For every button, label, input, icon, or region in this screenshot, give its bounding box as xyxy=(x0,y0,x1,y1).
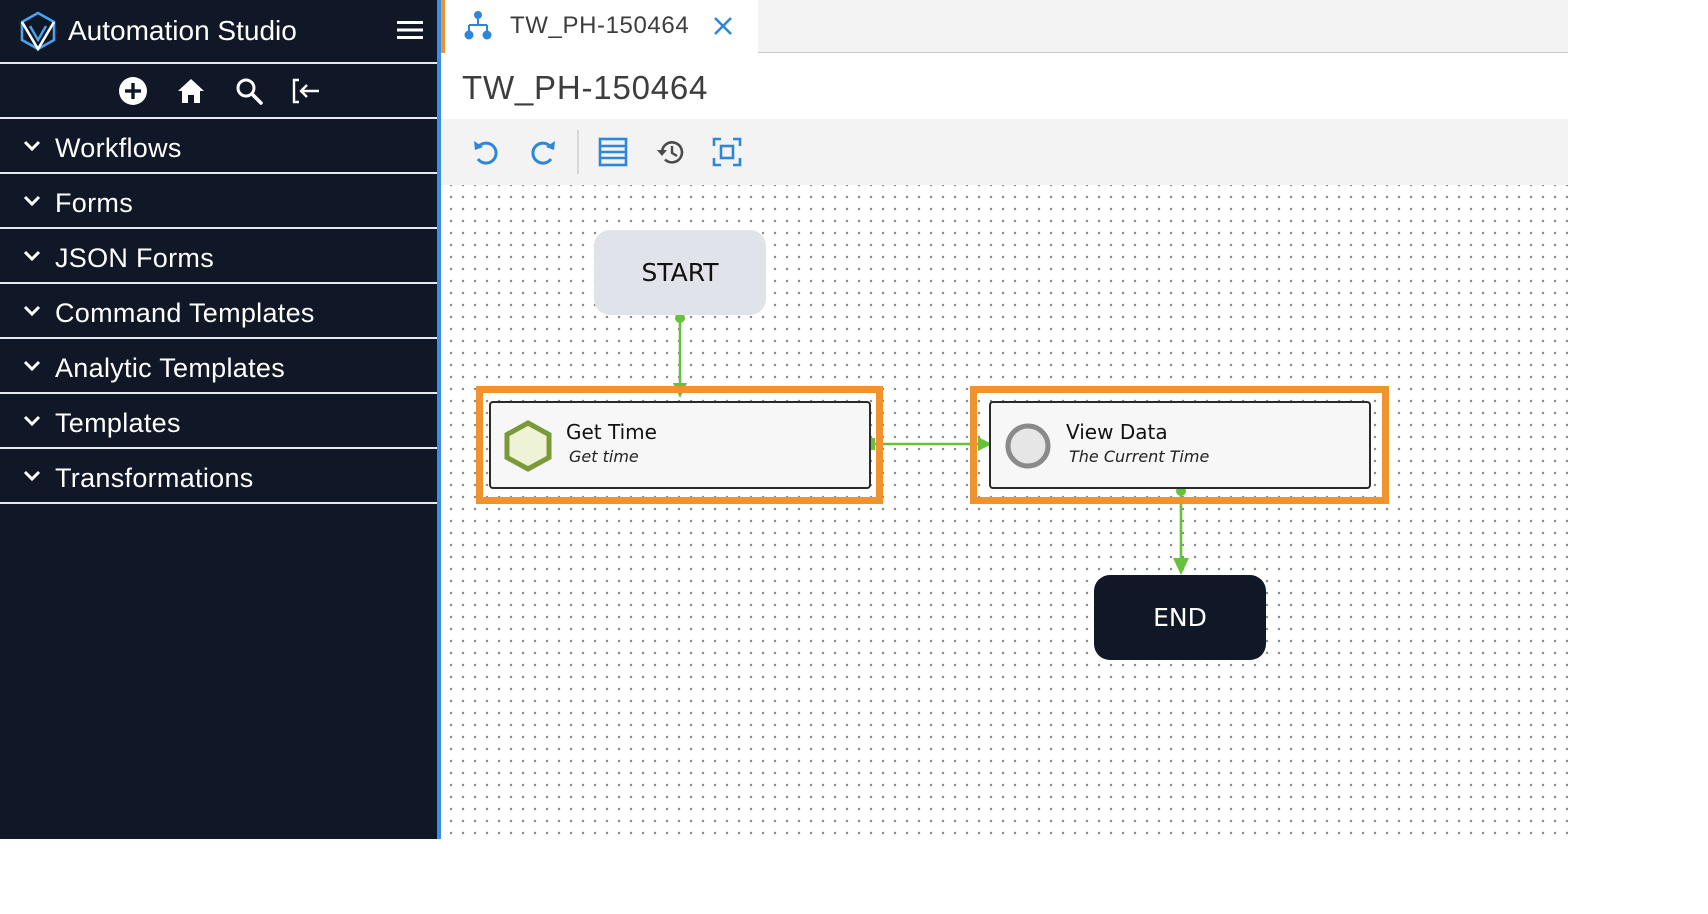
sidebar-resize-handle[interactable] xyxy=(437,0,441,839)
divider xyxy=(0,282,437,284)
sidebar-item-label: Transformations xyxy=(55,463,254,493)
divider xyxy=(0,392,437,394)
chevron-down-icon xyxy=(23,470,41,482)
divider xyxy=(0,62,437,64)
close-icon[interactable] xyxy=(711,14,735,38)
list-icon[interactable] xyxy=(597,136,629,168)
canvas-toolbar xyxy=(441,119,1568,185)
app-logo-icon xyxy=(20,11,56,51)
undo-icon[interactable] xyxy=(470,136,502,168)
chevron-down-icon xyxy=(23,305,41,317)
divider xyxy=(0,172,437,174)
redo-icon[interactable] xyxy=(527,136,559,168)
sidebar-item-label: JSON Forms xyxy=(55,243,215,273)
sidebar-item-templates[interactable]: Templates xyxy=(0,395,437,448)
task-description: The Current Time xyxy=(1069,447,1210,466)
sidebar-item-forms[interactable]: Forms xyxy=(0,175,437,228)
sidebar-item-command-templates[interactable]: Command Templates xyxy=(0,285,437,338)
chevron-down-icon xyxy=(23,140,41,152)
tab-label: TW_PH-150464 xyxy=(510,12,690,39)
divider xyxy=(0,117,437,119)
task-node-get-time[interactable]: Get Time Get time xyxy=(489,401,871,489)
add-icon[interactable] xyxy=(118,76,148,106)
sidebar-item-label: Templates xyxy=(55,408,181,438)
sidebar-item-workflows[interactable]: Workflows xyxy=(0,120,437,173)
hexagon-icon xyxy=(504,420,552,472)
chevron-down-icon xyxy=(23,360,41,372)
sidebar-item-json-forms[interactable]: JSON Forms xyxy=(0,230,437,283)
circle-icon xyxy=(1005,423,1051,469)
collapse-icon[interactable] xyxy=(291,76,321,106)
sidebar-item-label: Command Templates xyxy=(55,298,315,328)
page-title: TW_PH-150464 xyxy=(462,69,709,106)
fit-to-screen-icon[interactable] xyxy=(711,136,743,168)
task-name: Get Time xyxy=(566,420,657,444)
search-icon[interactable] xyxy=(234,76,264,106)
divider xyxy=(0,502,437,504)
task-node-view-data[interactable]: View Data The Current Time xyxy=(989,401,1371,489)
history-icon[interactable] xyxy=(655,136,687,168)
sidebar: Automation Studio Workflows xyxy=(0,0,437,839)
task-description: Get time xyxy=(569,447,639,466)
tab-workflow[interactable]: TW_PH-150464 xyxy=(441,0,758,53)
divider xyxy=(0,447,437,449)
sidebar-item-label: Workflows xyxy=(55,133,182,163)
app-title: Automation Studio xyxy=(68,15,297,46)
start-node[interactable]: START xyxy=(594,230,766,315)
hamburger-menu-icon[interactable] xyxy=(395,17,425,43)
chevron-down-icon xyxy=(23,415,41,427)
task-selection-outline xyxy=(970,386,1389,504)
sidebar-action-row xyxy=(0,64,437,117)
sidebar-item-analytic-templates[interactable]: Analytic Templates xyxy=(0,340,437,393)
tab-active-indicator xyxy=(441,0,445,53)
home-icon[interactable] xyxy=(176,76,206,106)
chevron-down-icon xyxy=(23,195,41,207)
chevron-down-icon xyxy=(23,250,41,262)
divider xyxy=(0,227,437,229)
sidebar-item-transformations[interactable]: Transformations xyxy=(0,450,437,503)
task-selection-outline xyxy=(476,386,883,504)
workflow-icon xyxy=(464,11,492,40)
toolbar-divider xyxy=(577,130,579,174)
divider xyxy=(0,337,437,339)
sidebar-header: Automation Studio xyxy=(0,0,437,62)
end-node[interactable]: END xyxy=(1094,575,1266,660)
sidebar-item-label: Forms xyxy=(55,188,133,218)
sidebar-item-label: Analytic Templates xyxy=(55,353,286,383)
task-name: View Data xyxy=(1066,420,1168,444)
